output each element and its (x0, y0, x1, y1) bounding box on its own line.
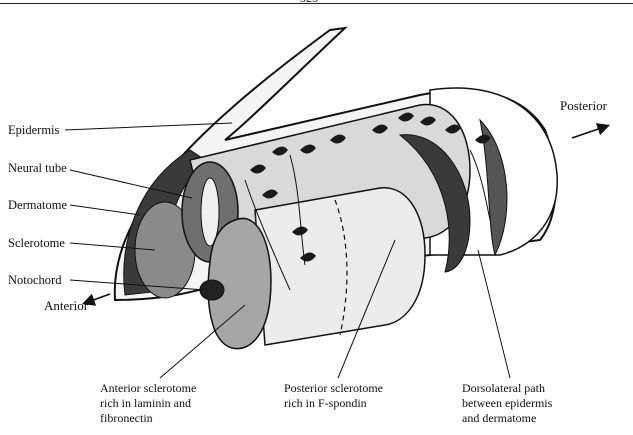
caption-line: rich in laminin and (100, 396, 196, 411)
caption-dorsolateral-path: Dorsolateral path between epidermis and … (462, 381, 552, 426)
caption-line: rich in F-spondin (284, 396, 383, 411)
label-posterior: Posterior (560, 98, 607, 113)
label-neural-tube: Neural tube (8, 161, 67, 176)
caption-line: Anterior sclerotome (100, 381, 196, 396)
caption-line: Posterior sclerotome (284, 381, 383, 396)
posterior-arrow (572, 126, 607, 138)
caption-line: Dorsolateral path (462, 381, 552, 396)
anterior-arrow (85, 294, 110, 303)
label-epidermis: Epidermis (8, 123, 59, 138)
label-notochord: Notochord (8, 273, 61, 288)
caption-line: between epidermis (462, 396, 552, 411)
label-sclerotome: Sclerotome (8, 236, 65, 251)
label-anterior: Anterior (44, 298, 88, 313)
caption-line: fibronectin (100, 411, 196, 426)
posterior-sclerotome (255, 188, 425, 345)
caption-posterior-sclerotome: Posterior sclerotome rich in F-spondin (284, 381, 383, 411)
caption-line: and dermatome (462, 411, 552, 426)
label-dermatome: Dermatome (8, 198, 67, 213)
caption-anterior-sclerotome: Anterior sclerotome rich in laminin and … (100, 381, 196, 426)
